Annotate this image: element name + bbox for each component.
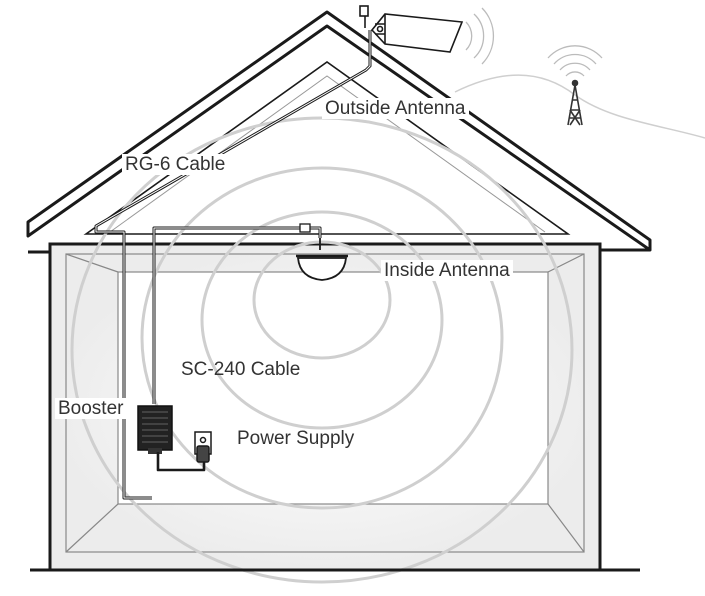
- cell-tower-icon: [547, 45, 603, 126]
- outside-antenna-label: Outside Antenna: [322, 98, 469, 119]
- sc240-cable-label: SC-240 Cable: [181, 359, 301, 380]
- eave-left: [28, 250, 52, 568]
- power-supply-icon: [194, 431, 212, 463]
- rg6-cable-label: RG-6 Cable: [122, 154, 229, 175]
- inside-antenna-icon: [296, 238, 348, 281]
- power-supply-label: Power Supply: [237, 428, 355, 449]
- inside-antenna-label: Inside Antenna: [381, 260, 513, 281]
- hill-outline: [454, 74, 705, 139]
- outside-antenna-icon: [359, 5, 495, 65]
- attic-triangle: [83, 61, 571, 235]
- power-cable: [156, 452, 206, 472]
- sc240-cable-inner: [153, 227, 321, 404]
- booster-label: Booster: [55, 398, 127, 419]
- booster-icon: [137, 405, 173, 454]
- rg6-cable-inner: [95, 30, 371, 499]
- cable-connector: [299, 223, 311, 233]
- eave-right: [598, 248, 650, 568]
- attic-inner-line: [109, 75, 546, 233]
